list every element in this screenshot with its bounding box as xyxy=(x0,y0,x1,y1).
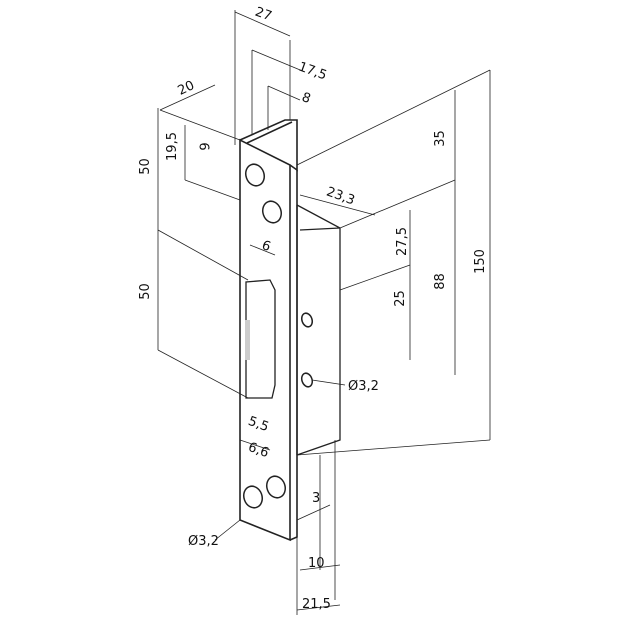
strike-body xyxy=(296,204,341,456)
dim-label-hole-dia-left: Ø3,2 xyxy=(188,534,219,549)
latch-slot xyxy=(245,279,276,399)
dim-label-50-slot: 50 xyxy=(137,283,153,300)
dim-label-3: 3 xyxy=(312,491,321,506)
dim-label-35: 35 xyxy=(432,130,448,147)
mounting-holes xyxy=(242,163,314,509)
dim-label-10: 10 xyxy=(308,556,325,571)
dim-label-hole-dia-right: Ø3,2 xyxy=(348,379,379,394)
dim-label-19-5: 19,5 xyxy=(164,132,180,161)
dim-label-27-5: 27,5 xyxy=(394,227,410,256)
dimension-lines xyxy=(157,10,491,615)
dim-label-88: 88 xyxy=(432,273,448,290)
dim-label-25: 25 xyxy=(392,290,408,307)
dim-label-50-top: 50 xyxy=(137,158,153,175)
dim-label-21-5: 21,5 xyxy=(302,597,331,612)
dim-label-9: 9 xyxy=(198,142,214,151)
dim-label-150: 150 xyxy=(472,249,488,274)
